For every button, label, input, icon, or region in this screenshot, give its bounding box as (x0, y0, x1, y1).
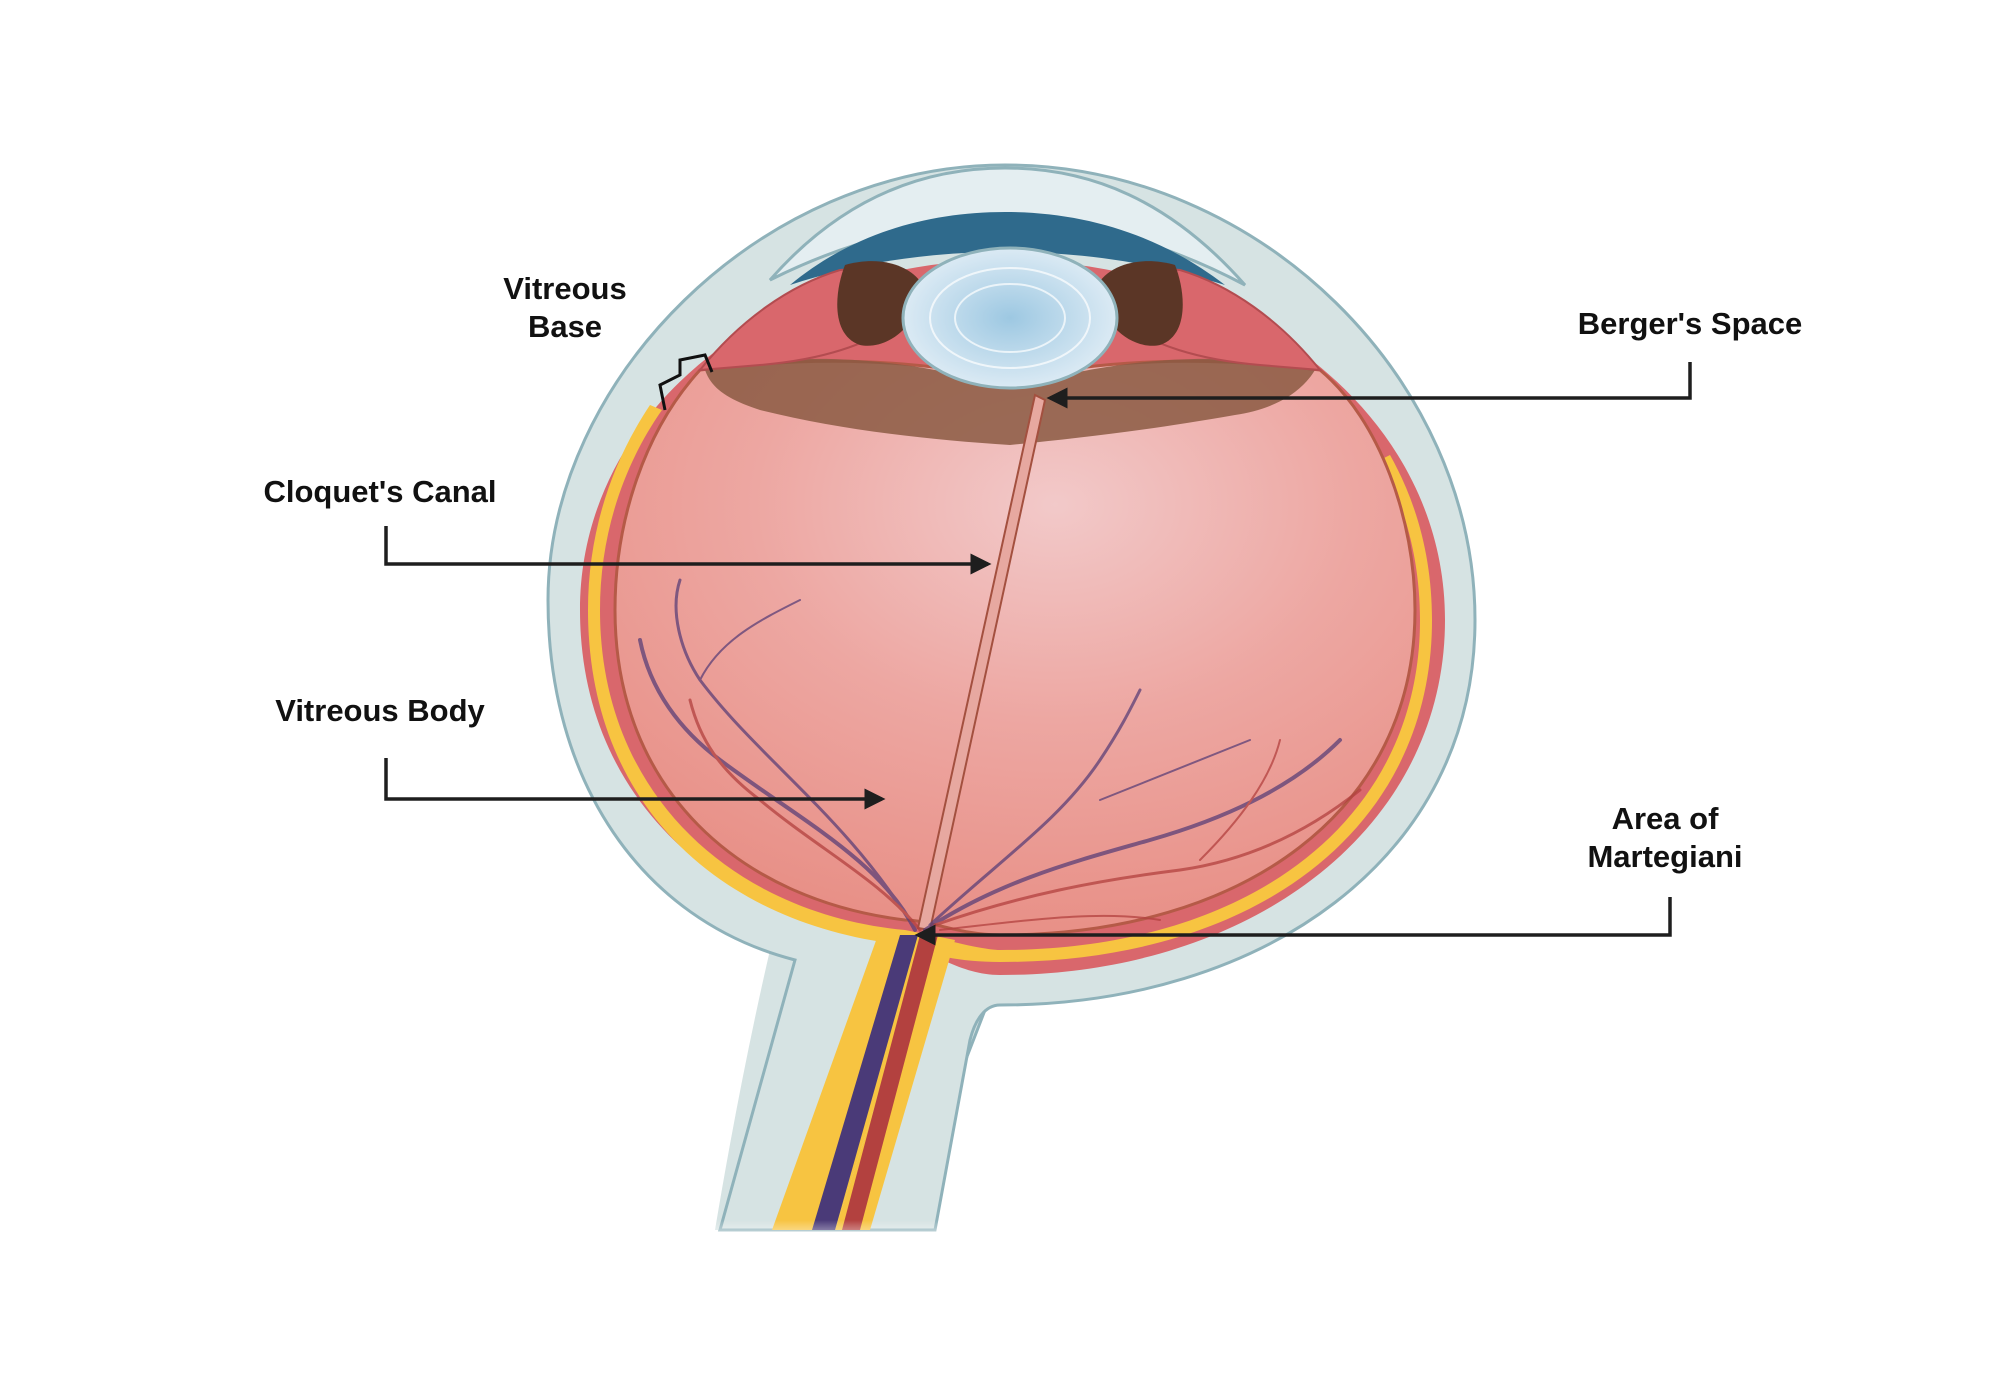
lens (901, 246, 1119, 390)
label-cloquets-canal: Cloquet's Canal (263, 474, 497, 509)
bergers-space-leader (1046, 362, 1692, 409)
vitreous-body-leader (384, 758, 886, 810)
label-bergers-space: Berger's Space (1577, 306, 1803, 341)
nerve-fade (690, 1130, 1010, 1250)
label-vitreous-body: Vitreous Body (275, 693, 485, 728)
label-area-of-martegiani: Area of Martegiani (1560, 800, 1770, 876)
ciliary-body (705, 358, 1315, 445)
label-area-of-martegiani-line1: Area of (1611, 801, 1719, 836)
label-vitreous-base-line1: Vitreous (503, 271, 627, 306)
label-vitreous-base-line2: Base (527, 309, 603, 344)
lens-ring (929, 267, 1091, 369)
label-vitreous-base: Vitreous Base (480, 270, 650, 346)
cloquets-canal-leader (384, 526, 992, 575)
vitreous-base-bracket (658, 353, 714, 411)
lens-ring (954, 283, 1066, 353)
leader-lines (384, 362, 1692, 946)
retinal-blood-vessels (638, 578, 1362, 932)
area-of-martegiani-leader (914, 897, 1672, 946)
label-area-of-martegiani-line2: Martegiani (1587, 839, 1743, 874)
